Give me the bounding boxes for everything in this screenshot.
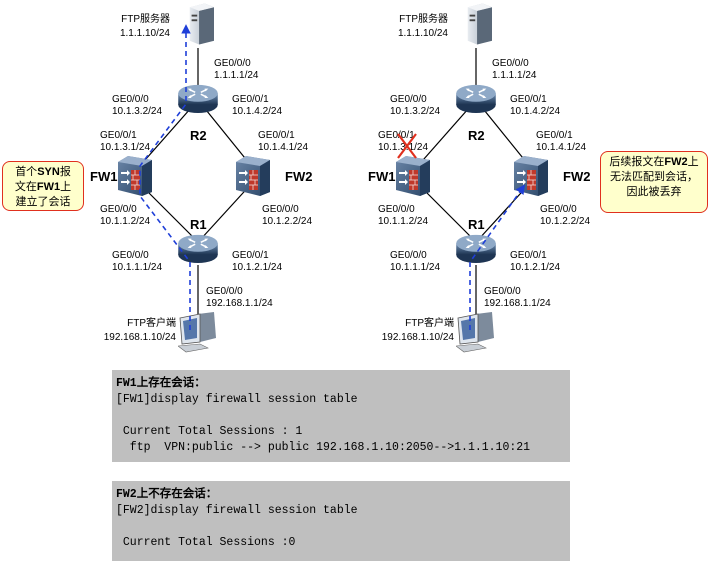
left-topology: FTP服务器1.1.1.10/24GE0/0/01.1.1.1/24GE0/0/… [90, 3, 312, 353]
callout-text: 上 [687, 156, 699, 168]
cli-title: FW2上不存在会话： [116, 488, 218, 501]
right-topology: FTP服务器1.1.1.10/24GE0/0/01.1.1.1/24GE0/0/… [368, 3, 590, 353]
callout-text: 首个 [15, 166, 38, 178]
interface-name: GE0/0/0 [112, 94, 149, 105]
cli-title: FW1上存在会话： [116, 377, 206, 390]
interface-ip: 10.1.4.1/24 [258, 142, 308, 153]
server-name: FTP服务器 [121, 12, 170, 25]
server-ip: 1.1.1.10/24 [398, 28, 448, 39]
syn-path-arrow [139, 24, 191, 330]
interface-name: GE0/0/1 [258, 130, 295, 141]
interface-ip: 10.1.1.1/24 [390, 262, 440, 273]
firewall-icon [514, 156, 548, 196]
interface-ip: 1.1.1.1/24 [214, 70, 259, 81]
interface-ip: 10.1.2.2/24 [540, 216, 590, 227]
interface-ip: 10.1.3.2/24 [112, 106, 162, 117]
interface-name: GE0/0/0 [390, 250, 427, 261]
interface-name: GE0/0/1 [510, 250, 547, 261]
server-ip: 1.1.1.10/24 [120, 28, 170, 39]
callout-text: FW2 [664, 156, 688, 168]
pc-icon [456, 312, 495, 353]
firewall-icon [396, 156, 430, 196]
interface-name: GE0/0/0 [100, 204, 137, 215]
fw1-session-output: FW1上存在会话： [FW1]display firewall session … [112, 370, 570, 462]
router-icon [455, 84, 497, 114]
cli-total: Current Total Sessions : 1 [116, 425, 303, 438]
interface-name: GE0/0/0 [214, 58, 251, 69]
device-name: FW2 [285, 169, 312, 184]
interface-ip: 1.1.1.1/24 [492, 70, 537, 81]
cli-session-entry: ftp VPN:public --> public 192.168.1.10:2… [116, 441, 531, 454]
router-icon [177, 234, 219, 264]
device-name: FW1 [90, 169, 117, 184]
device-name: FW2 [563, 169, 590, 184]
interface-ip: 10.1.2.2/24 [262, 216, 312, 227]
cli-command: [FW1]display firewall session table [116, 393, 358, 406]
pc-icon [178, 312, 217, 353]
router-icon [455, 234, 497, 264]
callout-text: 文在 [14, 181, 37, 193]
interface-ip: 10.1.3.1/24 [100, 142, 150, 153]
callout-text: 报 [59, 166, 71, 178]
interface-name: GE0/0/0 [484, 286, 521, 297]
client-ip: 192.168.1.10/24 [382, 332, 455, 343]
interface-ip: 10.1.2.1/24 [232, 262, 282, 273]
interface-ip: 10.1.3.2/24 [390, 106, 440, 117]
device-name: R1 [190, 217, 207, 232]
server-icon [467, 3, 492, 45]
callout-text: 因此被丢弃 [626, 186, 682, 198]
interface-ip: 10.1.4.2/24 [232, 106, 282, 117]
router-icon [177, 84, 219, 114]
device-name: R2 [190, 128, 207, 143]
interface-name: GE0/0/1 [536, 130, 573, 141]
callout-text: 上 [60, 181, 72, 193]
interface-name: GE0/0/0 [390, 94, 427, 105]
interface-name: GE0/0/1 [232, 94, 269, 105]
fw2-session-output: FW2上不存在会话： [FW2]display firewall session… [112, 481, 570, 561]
callout-text: FW1 [36, 181, 61, 193]
callout-text: 无法匹配到会话， [610, 171, 698, 183]
left-callout: 首个SYN报 文在FW1上 建立了会话 [2, 161, 84, 211]
interface-ip: 10.1.4.2/24 [510, 106, 560, 117]
interface-name: GE0/0/0 [378, 204, 415, 215]
subsequent-packet-arrow [469, 184, 526, 330]
interface-ip: 10.1.1.2/24 [378, 216, 428, 227]
device-name: FW1 [368, 169, 395, 184]
cli-total: Current Total Sessions :0 [116, 536, 296, 549]
callout-text: 后续报文在 [609, 156, 665, 168]
server-icon [189, 3, 214, 45]
interface-name: GE0/0/1 [232, 250, 269, 261]
interface-name: GE0/0/0 [262, 204, 299, 215]
interface-name: GE0/0/1 [378, 130, 415, 141]
interface-ip: 192.168.1.1/24 [206, 298, 273, 309]
callout-text: 建立了会话 [15, 196, 71, 208]
interface-ip: 10.1.4.1/24 [536, 142, 586, 153]
cross-icon [397, 133, 417, 159]
interface-ip: 10.1.1.2/24 [100, 216, 150, 227]
right-callout: 后续报文在FW2上 无法匹配到会话， 因此被丢弃 [600, 151, 708, 213]
interface-name: GE0/0/0 [492, 58, 529, 69]
client-name: FTP客户端 [127, 316, 176, 329]
cli-command: [FW2]display firewall session table [116, 504, 358, 517]
client-name: FTP客户端 [405, 316, 454, 329]
interface-name: GE0/0/0 [206, 286, 243, 297]
interface-name: GE0/0/1 [510, 94, 547, 105]
interface-ip: 10.1.3.1/24 [378, 142, 428, 153]
server-name: FTP服务器 [399, 12, 448, 25]
firewall-icon [118, 156, 152, 196]
interface-name: GE0/0/1 [100, 130, 137, 141]
device-name: R1 [468, 217, 485, 232]
firewall-icon [236, 156, 270, 196]
interface-ip: 10.1.1.1/24 [112, 262, 162, 273]
interface-name: GE0/0/0 [112, 250, 149, 261]
interface-name: GE0/0/0 [540, 204, 577, 215]
client-ip: 192.168.1.10/24 [104, 332, 177, 343]
interface-ip: 10.1.2.1/24 [510, 262, 560, 273]
interface-ip: 192.168.1.1/24 [484, 298, 551, 309]
device-name: R2 [468, 128, 485, 143]
callout-text: SYN [37, 166, 60, 178]
